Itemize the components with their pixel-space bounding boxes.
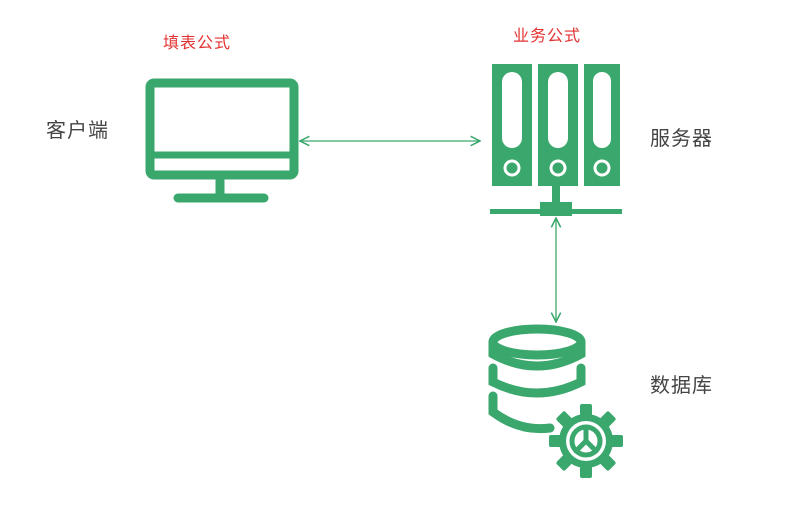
server-rack-icon: [490, 64, 622, 216]
monitor-icon: [145, 78, 299, 203]
server-formula-label: 业务公式: [513, 26, 582, 45]
client-formula-label: 填表公式: [163, 33, 232, 52]
gear-icon: [549, 404, 623, 478]
server-label: 服务器: [650, 126, 713, 150]
database-label: 数据库: [650, 373, 713, 397]
database-gear-icon: [488, 324, 623, 478]
client-label: 客户端: [46, 118, 109, 142]
